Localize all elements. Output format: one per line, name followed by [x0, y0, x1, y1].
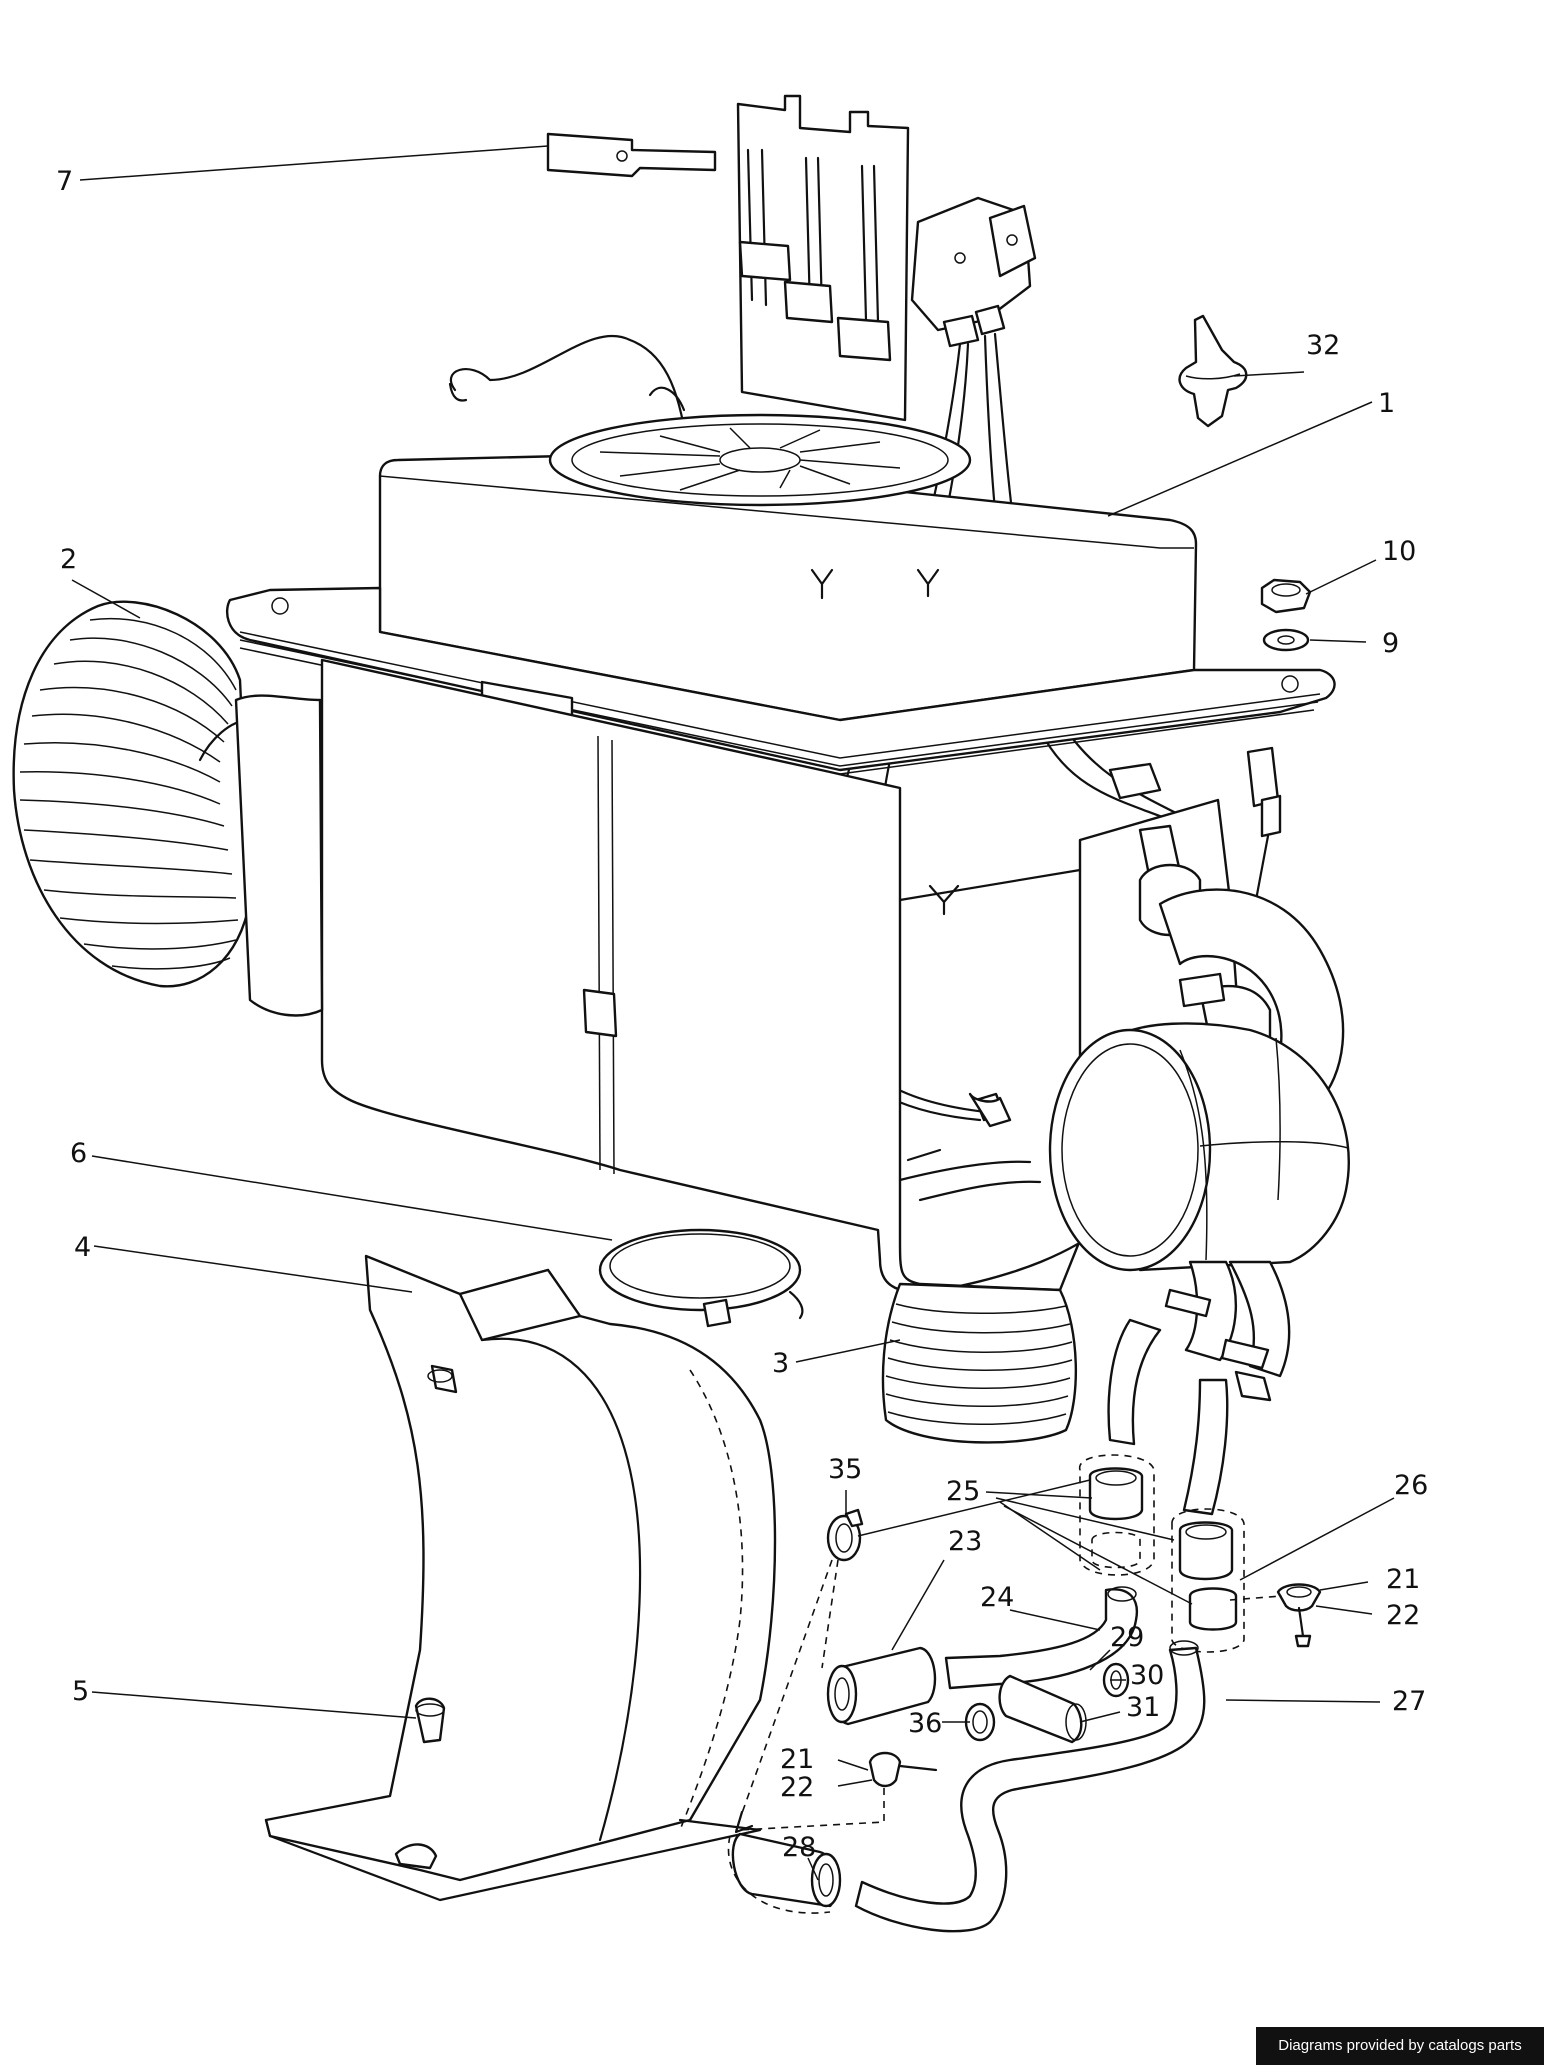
callout-26: 26	[1394, 1470, 1428, 1501]
callout-21-left: 21	[780, 1744, 814, 1775]
callout-7: 7	[56, 166, 73, 197]
leader-lines	[71, 145, 1395, 1881]
part-21-clip-left	[868, 1751, 938, 1788]
part-6-clamp	[598, 1228, 804, 1328]
part-25-fittings	[1079, 1454, 1155, 1576]
part-22-screw-right	[1294, 1606, 1312, 1648]
switch-block	[910, 196, 1037, 348]
part-4-duct	[264, 1254, 777, 1902]
assembly-dashed-lines	[734, 1559, 1283, 1834]
callout-4: 4	[74, 1232, 91, 1263]
callout-9: 9	[1382, 628, 1399, 659]
callout-35: 35	[828, 1454, 862, 1485]
drum-outlet-hoses	[1107, 1260, 1291, 1516]
callouts: 7 32 1 2 10 9 6 3 35 25 26 23 21 22 24 2…	[56, 166, 1428, 1863]
footer-credit: Diagrams provided by catalogs parts	[1256, 2027, 1544, 2065]
callout-32: 32	[1306, 330, 1340, 361]
part-32-grommet	[1178, 314, 1248, 428]
heat-exchanger-drum	[1048, 1022, 1350, 1272]
part-9-washer	[1262, 628, 1310, 652]
part-3-flex-hose	[881, 1282, 1078, 1444]
part-10-nut	[1260, 578, 1312, 614]
part-26-fittings	[1171, 1508, 1245, 1653]
callout-3: 3	[772, 1348, 789, 1379]
part-28-hose	[727, 1832, 842, 1914]
callout-36: 36	[908, 1708, 942, 1739]
callout-22-left: 22	[780, 1772, 814, 1803]
part-2-flex-hose	[12, 600, 324, 1017]
part-27-hose	[854, 1640, 1206, 1933]
coolant-connectors	[1108, 746, 1345, 1102]
callout-25: 25	[946, 1476, 980, 1507]
callout-22-right: 22	[1386, 1600, 1420, 1631]
leader-1	[1107, 401, 1373, 517]
part-7-bracket	[546, 132, 717, 178]
callout-2: 2	[60, 544, 77, 575]
callout-27: 27	[1392, 1686, 1426, 1717]
callout-21-right: 21	[1386, 1564, 1420, 1595]
callout-1: 1	[1378, 388, 1395, 419]
callout-24: 24	[980, 1582, 1014, 1613]
part-23-hose	[826, 1646, 937, 1726]
part-35-clamp	[826, 1508, 864, 1562]
callout-29: 29	[1110, 1622, 1144, 1653]
control-panel	[736, 94, 910, 422]
part-21-clip-right	[1276, 1583, 1322, 1612]
callout-30: 30	[1130, 1660, 1164, 1691]
callout-6: 6	[70, 1138, 87, 1169]
callout-5: 5	[72, 1676, 89, 1707]
callout-23: 23	[948, 1526, 982, 1557]
callout-10: 10	[1382, 536, 1416, 567]
callout-31: 31	[1126, 1692, 1160, 1723]
part-31-hose	[998, 1674, 1087, 1744]
heater-housing	[226, 413, 1336, 1294]
callout-28: 28	[782, 1832, 816, 1863]
part-24-pipe	[944, 1586, 1139, 1690]
part-36-clamp	[964, 1702, 996, 1742]
